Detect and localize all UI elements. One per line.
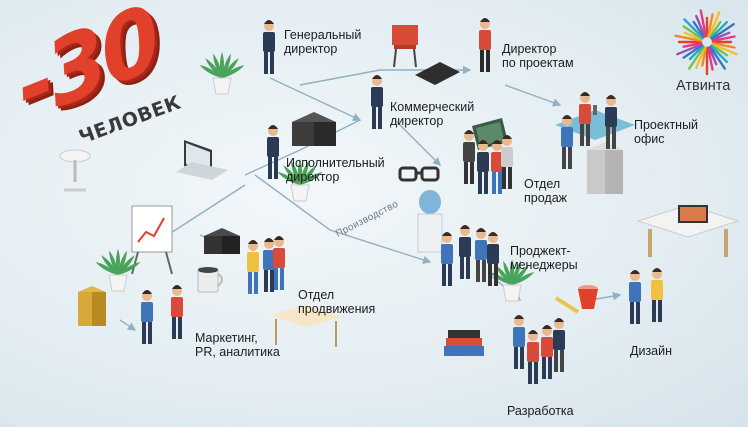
plant-icon: [95, 249, 141, 292]
plant-icons: [95, 52, 535, 302]
person-icon: [513, 315, 525, 369]
person-icon: [579, 92, 591, 146]
label-project-office: Проектный офис: [634, 118, 699, 146]
pencil-icon: [554, 296, 580, 314]
person-icon: [141, 290, 153, 344]
person-icon: [501, 135, 513, 189]
decorations: [59, 25, 740, 356]
brand-logo-icon: [674, 9, 738, 76]
person-icon: [491, 140, 503, 194]
person-icon: [553, 318, 565, 372]
person-icon: [171, 285, 183, 339]
people: [141, 18, 663, 384]
plant-icon: [489, 259, 535, 302]
person-icon: [651, 268, 663, 322]
person-icon: [463, 130, 475, 184]
person-icon: [267, 125, 279, 179]
label-commercial-director: Коммерческий директор: [390, 100, 475, 128]
person-icon: [441, 232, 453, 286]
person-icon: [479, 18, 491, 72]
label-design: Дизайн: [630, 344, 673, 358]
label-promotion: Отдел продвижения: [298, 288, 376, 316]
person-icon: [487, 232, 499, 286]
person-icon: [263, 20, 275, 74]
person-icon: [629, 270, 641, 324]
plant-icon: [199, 52, 245, 95]
person-icon: [605, 95, 617, 149]
person-icon: [527, 330, 539, 384]
person-icon: [541, 325, 553, 379]
brand-name: Атвинта: [676, 78, 731, 94]
person-icon: [561, 115, 573, 169]
plant-icon: [277, 159, 323, 202]
label-sales: Отдел продаж: [524, 177, 568, 205]
label-executive-director: Исполнительный директор: [286, 156, 385, 184]
person-icon: [477, 140, 489, 194]
person-icon: [459, 225, 471, 279]
label-project-managers: Проджект- менеджеры: [510, 244, 578, 272]
person-icon: [475, 228, 487, 282]
label-projects-director: Директор по проектам: [502, 42, 574, 70]
person-icon: [371, 75, 383, 129]
person-icon: [263, 238, 275, 292]
label-ceo: Генеральный директор: [284, 28, 362, 56]
label-development: Разработка: [507, 404, 574, 418]
person-icon: [273, 236, 285, 290]
person-icon: [247, 240, 259, 294]
connector-lines: [119, 65, 622, 331]
label-marketing: Маркетинг, PR, аналитика: [195, 331, 280, 359]
